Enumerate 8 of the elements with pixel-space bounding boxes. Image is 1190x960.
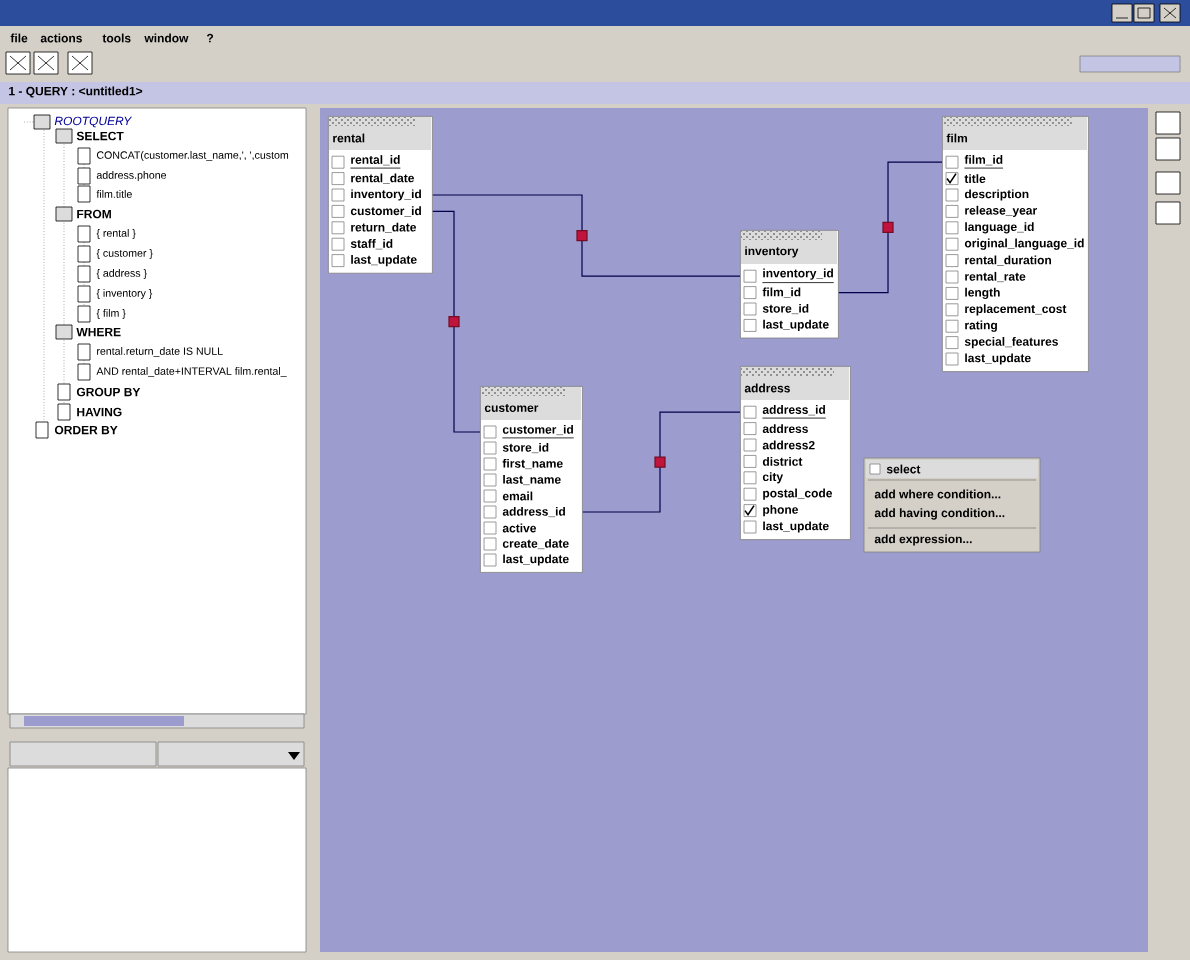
table-box	[740, 230, 839, 339]
connector	[432, 194, 741, 277]
connector	[838, 161, 943, 294]
table-box	[740, 366, 851, 540]
connector	[432, 210, 481, 433]
connector	[582, 411, 741, 513]
table-box	[942, 116, 1089, 372]
table-box	[328, 116, 433, 274]
